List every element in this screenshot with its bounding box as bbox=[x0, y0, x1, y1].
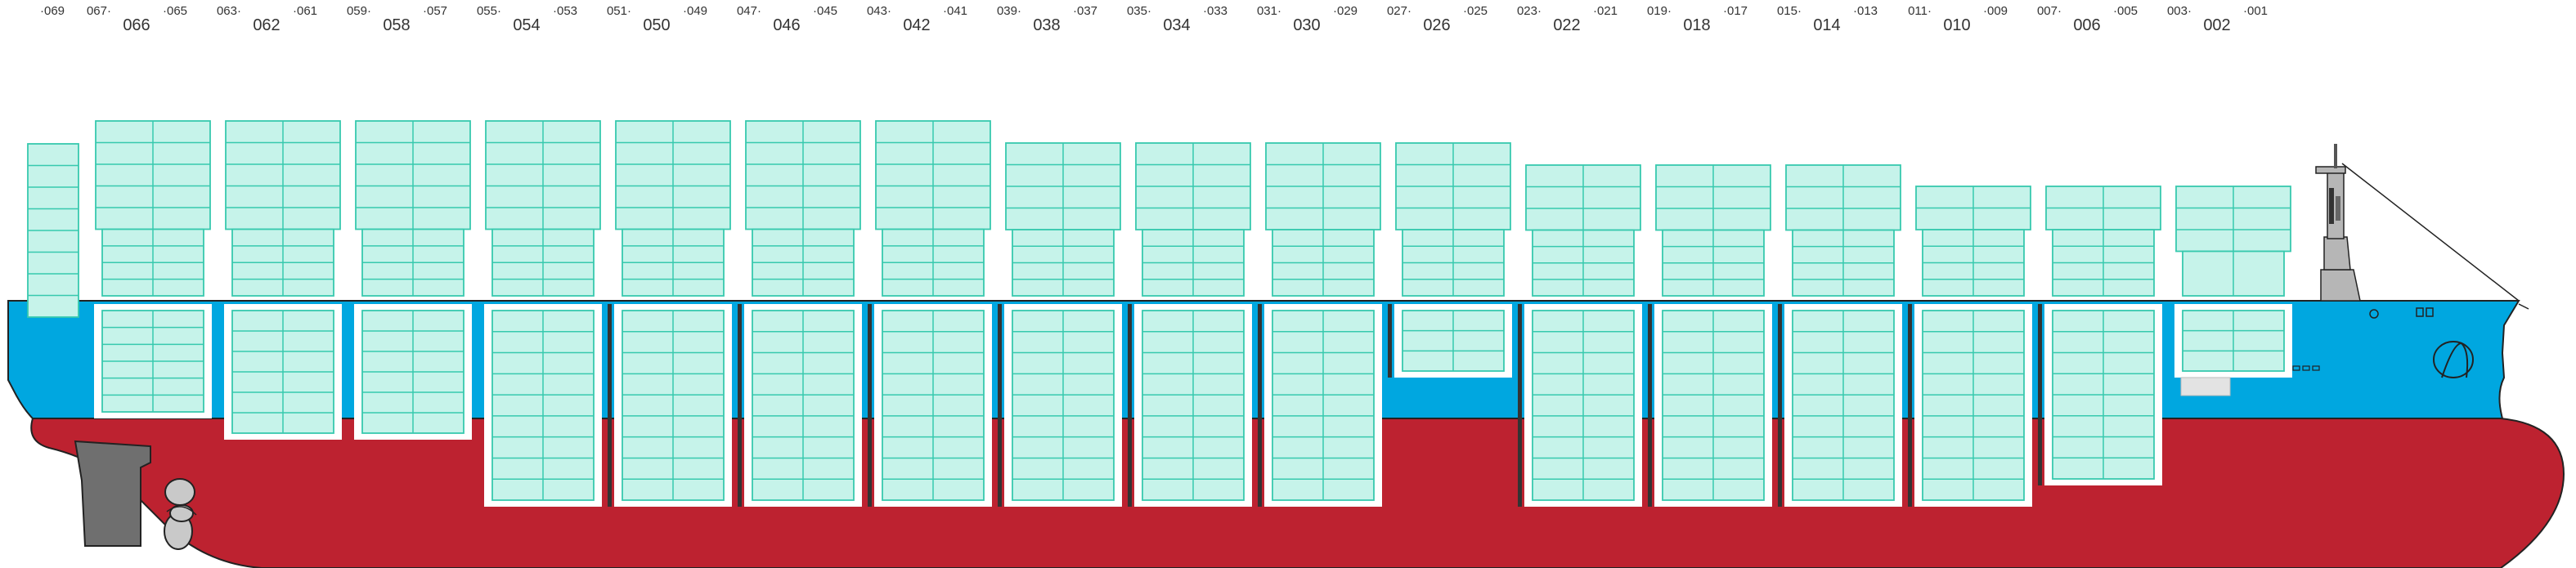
bay-right-label: ·037 bbox=[1073, 4, 1097, 18]
bulkhead bbox=[738, 304, 742, 507]
bay-left-label: 051· bbox=[607, 4, 631, 18]
bay-main-label: 006 bbox=[2073, 16, 2100, 34]
bulkhead bbox=[1778, 304, 1782, 507]
bay-main-label: 062 bbox=[253, 16, 280, 34]
bay-main-label: 034 bbox=[1163, 16, 1190, 34]
superstructure bbox=[2315, 144, 2520, 302]
bay-left-label: 019· bbox=[1647, 4, 1672, 18]
bay-right-label: ·009 bbox=[1983, 4, 2008, 18]
bay-main-label: 002 bbox=[2203, 16, 2230, 34]
bay-labels: ·069 067· ·065 066 063· ·061 062 059· ·0… bbox=[40, 4, 2268, 34]
bay-left-label: 035· bbox=[1127, 4, 1151, 18]
bulkhead bbox=[1908, 304, 1912, 507]
bay-left-label: 031· bbox=[1257, 4, 1281, 18]
bay-right-label: ·045 bbox=[813, 4, 837, 18]
bulkhead bbox=[2038, 304, 2042, 485]
bay-main-label: 030 bbox=[1293, 16, 1320, 34]
bay-right-label: ·069 bbox=[40, 4, 65, 18]
bay-right-label: ·053 bbox=[553, 4, 577, 18]
rudder bbox=[74, 440, 151, 547]
bay-main-label: 026 bbox=[1423, 16, 1450, 34]
bay-main-label: 022 bbox=[1553, 16, 1580, 34]
bulkhead bbox=[868, 304, 872, 507]
bay-right-label: ·005 bbox=[2113, 4, 2138, 18]
bay-right-label: ·057 bbox=[423, 4, 447, 18]
bay-right-label: ·025 bbox=[1463, 4, 1488, 18]
bow-details bbox=[2292, 303, 2529, 378]
bay-right-label: ·029 bbox=[1333, 4, 1358, 18]
bulkhead bbox=[998, 304, 1002, 507]
bulkhead bbox=[608, 304, 612, 507]
bay-main-label: 014 bbox=[1813, 16, 1840, 34]
bulkhead bbox=[1388, 304, 1392, 378]
bulkhead bbox=[1258, 304, 1262, 507]
hold-empty-slot bbox=[2180, 377, 2231, 396]
bay-left-label: 047· bbox=[737, 4, 761, 18]
bay-left-label: 015· bbox=[1777, 4, 1802, 18]
bay-right-label: ·001 bbox=[2243, 4, 2268, 18]
bay-left-label: 003· bbox=[2167, 4, 2192, 18]
bay-left-label: 039· bbox=[997, 4, 1021, 18]
bulkhead bbox=[1648, 304, 1652, 507]
cargo-blocks bbox=[27, 120, 2292, 507]
bay-left-label: 055· bbox=[477, 4, 501, 18]
bay-right-label: ·065 bbox=[163, 4, 187, 18]
bay-right-label: ·061 bbox=[293, 4, 317, 18]
bay-left-label: 063· bbox=[217, 4, 241, 18]
bay-right-label: ·033 bbox=[1203, 4, 1227, 18]
bay-right-label: ·021 bbox=[1593, 4, 1618, 18]
bay-left-label: 023· bbox=[1517, 4, 1542, 18]
bay-right-label: ·017 bbox=[1723, 4, 1748, 18]
bay-main-label: 038 bbox=[1033, 16, 1060, 34]
bay-main-label: 050 bbox=[643, 16, 670, 34]
bay-main-label: 066 bbox=[123, 16, 150, 34]
bay-main-label: 058 bbox=[383, 16, 410, 34]
bay-main-label: 042 bbox=[903, 16, 930, 34]
bay-left-label: 059· bbox=[347, 4, 371, 18]
bay-right-label: ·013 bbox=[1853, 4, 1878, 18]
bay-left-label: 067· bbox=[87, 4, 111, 18]
bay-left-label: 007· bbox=[2037, 4, 2062, 18]
bay-right-label: ·049 bbox=[683, 4, 707, 18]
bay-main-label: 018 bbox=[1683, 16, 1710, 34]
propeller bbox=[164, 478, 197, 550]
bay-left-label: 027· bbox=[1387, 4, 1411, 18]
bay-main-label: 010 bbox=[1943, 16, 1970, 34]
bay-left-label: 043· bbox=[867, 4, 891, 18]
bay-main-label: 046 bbox=[773, 16, 800, 34]
bay-left-label: 011· bbox=[1908, 4, 1932, 18]
bulkhead bbox=[1128, 304, 1132, 507]
bulkhead bbox=[1518, 304, 1522, 507]
bay-main-label: 054 bbox=[513, 16, 540, 34]
bay-right-label: ·041 bbox=[943, 4, 967, 18]
